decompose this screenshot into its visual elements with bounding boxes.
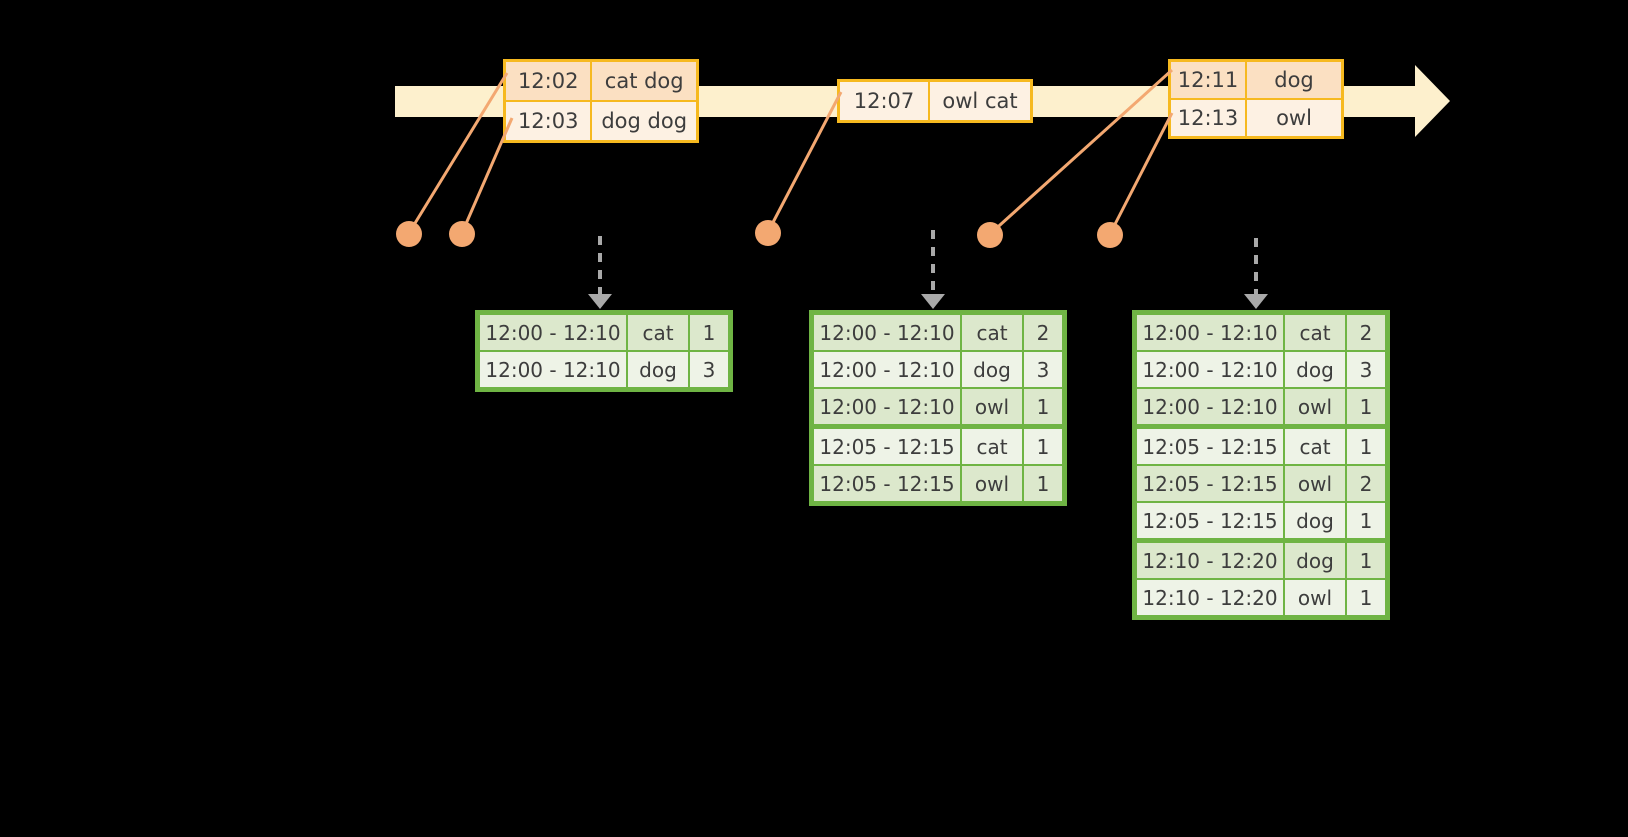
event-value: dog dog: [592, 102, 696, 140]
event-marker-dot: [396, 221, 422, 247]
cell-count: 1: [1346, 502, 1386, 539]
cell-count: 1: [1346, 388, 1386, 425]
cell-key: owl: [961, 465, 1023, 502]
cell-count: 1: [1023, 388, 1063, 425]
cell-count: 3: [1346, 351, 1386, 388]
cell-count: 1: [1346, 542, 1386, 579]
event-value: dog: [1247, 62, 1341, 98]
cell-window: 12:05 - 12:15: [1136, 465, 1284, 502]
cell-window: 12:00 - 12:10: [479, 314, 627, 351]
event-row: 12:02 cat dog: [506, 62, 696, 100]
event-marker-dot: [977, 222, 1003, 248]
cell-key: owl: [1284, 388, 1346, 425]
cell-key: dog: [1284, 502, 1346, 539]
event-box-2[interactable]: 12:07 owl cat: [837, 79, 1033, 123]
event-time: 12:07: [840, 82, 930, 120]
event-row: 12:11 dog: [1171, 62, 1341, 98]
cell-key: cat: [961, 314, 1023, 351]
event-box-1[interactable]: 12:02 cat dog 12:03 dog dog: [503, 59, 699, 143]
timeline-arrowhead-icon: [1415, 65, 1450, 137]
flow-arrow-down-icon: [921, 230, 945, 309]
cell-key: cat: [1284, 428, 1346, 465]
cell-window: 12:05 - 12:15: [1136, 428, 1284, 465]
cell-count: 1: [1346, 428, 1386, 465]
cell-key: dog: [627, 351, 689, 388]
event-row: 12:13 owl: [1171, 98, 1341, 136]
event-time: 12:03: [506, 102, 593, 140]
cell-window: 12:00 - 12:10: [1136, 388, 1284, 425]
event-marker-dot: [1097, 222, 1123, 248]
cell-key: owl: [1284, 465, 1346, 502]
cell-count: 2: [1346, 314, 1386, 351]
event-time: 12:02: [506, 62, 593, 100]
cell-key: owl: [961, 388, 1023, 425]
cell-count: 1: [1023, 428, 1063, 465]
cell-window: 12:05 - 12:15: [813, 428, 961, 465]
cell-window: 12:00 - 12:10: [813, 351, 961, 388]
cell-count: 2: [1346, 465, 1386, 502]
cell-key: dog: [961, 351, 1023, 388]
cell-key: cat: [1284, 314, 1346, 351]
cell-key: dog: [1284, 542, 1346, 579]
event-row: 12:03 dog dog: [506, 100, 696, 140]
cell-key: owl: [1284, 579, 1346, 616]
event-marker-dot: [449, 221, 475, 247]
cell-window: 12:10 - 12:20: [1136, 542, 1284, 579]
cell-key: cat: [627, 314, 689, 351]
cell-window: 12:00 - 12:10: [1136, 314, 1284, 351]
flow-arrow-down-icon: [588, 236, 612, 309]
cell-window: 12:00 - 12:10: [479, 351, 627, 388]
cell-count: 3: [689, 351, 729, 388]
cell-key: cat: [961, 428, 1023, 465]
cell-window: 12:05 - 12:15: [1136, 502, 1284, 539]
cell-key: dog: [1284, 351, 1346, 388]
cell-count: 1: [1346, 579, 1386, 616]
event-value: owl cat: [930, 82, 1030, 120]
event-marker-dot: [755, 220, 781, 246]
flow-arrow-down-icon: [1244, 238, 1268, 309]
cell-window: 12:00 - 12:10: [1136, 351, 1284, 388]
cell-count: 2: [1023, 314, 1063, 351]
cell-count: 1: [689, 314, 729, 351]
cell-window: 12:05 - 12:15: [813, 465, 961, 502]
event-time: 12:13: [1171, 100, 1247, 136]
event-time: 12:11: [1171, 62, 1247, 98]
event-box-3[interactable]: 12:11 dog 12:13 owl: [1168, 59, 1344, 139]
cell-count: 1: [1023, 465, 1063, 502]
cell-window: 12:10 - 12:20: [1136, 579, 1284, 616]
event-value: owl: [1247, 100, 1341, 136]
cell-count: 3: [1023, 351, 1063, 388]
cell-window: 12:00 - 12:10: [813, 388, 961, 425]
cell-window: 12:00 - 12:10: [813, 314, 961, 351]
event-value: cat dog: [592, 62, 696, 100]
event-row: 12:07 owl cat: [840, 82, 1030, 120]
